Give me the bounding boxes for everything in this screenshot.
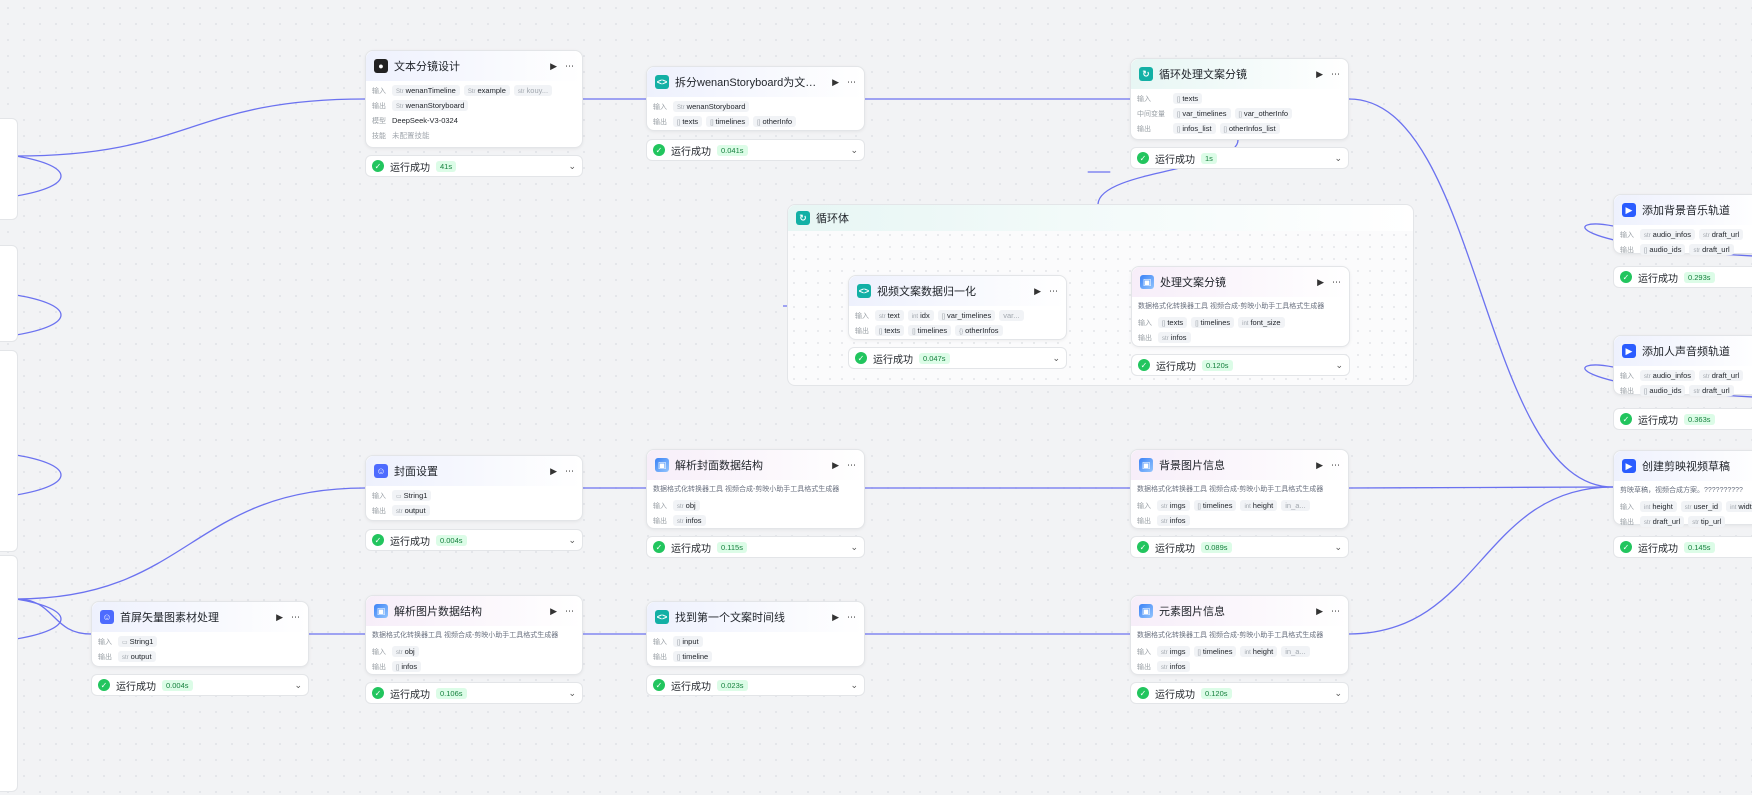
plugin-icon: ▣	[655, 458, 669, 472]
run-icon[interactable]: ▶	[832, 76, 839, 87]
loop-icon: ↻	[796, 211, 810, 225]
more-icon[interactable]: ⋯	[1049, 285, 1058, 296]
node-process-storyboard[interactable]: ▣ 处理文案分镜 ▶⋯ 数据格式化转换器工具 视频合成-剪映小助手工具格式生成器…	[1131, 266, 1350, 347]
left-node-partial-2[interactable]	[0, 245, 18, 342]
node-parse-cover[interactable]: ▣ 解析封面数据结构 ▶⋯ 数据格式化转换器工具 视频合成-剪映小助手工具格式生…	[646, 449, 865, 529]
jianying-icon: ▶	[1622, 459, 1636, 473]
more-icon[interactable]: ⋯	[847, 459, 856, 470]
left-node-partial-1[interactable]	[0, 118, 18, 220]
more-icon[interactable]: ⋯	[1331, 605, 1340, 616]
model-name: DeepSeek-V3-0324	[392, 116, 458, 125]
plugin-icon: ▣	[1140, 275, 1154, 289]
node-first-timeline[interactable]: <> 找到第一个文案时间线 ▶⋯ 输入 []input 输出 []timelin…	[646, 601, 865, 667]
robot-icon: ☺	[374, 464, 388, 478]
code-icon: <>	[655, 610, 669, 624]
run-icon[interactable]: ▶	[276, 611, 283, 622]
run-icon[interactable]: ▶	[832, 611, 839, 622]
run-icon[interactable]: ▶	[550, 605, 557, 616]
plugin-icon: ▣	[1139, 458, 1153, 472]
jianying-icon: ▶	[1622, 203, 1636, 217]
more-icon[interactable]: ⋯	[565, 465, 574, 476]
code-icon: <>	[655, 75, 669, 89]
run-icon[interactable]: ▶	[550, 60, 557, 71]
left-node-partial-3[interactable]	[0, 350, 18, 552]
node-parse-image[interactable]: ▣ 解析图片数据结构 ▶⋯ 数据格式化转换器工具 视频合成-剪映小助手工具格式生…	[365, 595, 583, 675]
more-icon[interactable]: ⋯	[291, 611, 300, 622]
node-create-draft[interactable]: ▶ 创建剪映视频草稿 剪映草稿，视频合成方案。?????????? 输入 int…	[1613, 450, 1752, 527]
more-icon[interactable]: ⋯	[1331, 459, 1340, 470]
robot-icon: ☺	[100, 610, 114, 624]
success-icon: ✓	[372, 160, 384, 172]
more-icon[interactable]: ⋯	[1331, 68, 1340, 79]
node-bg-image[interactable]: ▣ 背景图片信息 ▶⋯ 数据格式化转换器工具 视频合成-剪映小助手工具格式生成器…	[1130, 449, 1349, 529]
run-icon[interactable]: ▶	[550, 465, 557, 476]
loop-icon: ↻	[1139, 67, 1153, 81]
run-icon[interactable]: ▶	[832, 459, 839, 470]
node-title: 文本分镜设计	[394, 61, 460, 73]
node-element-image[interactable]: ▣ 元素图片信息 ▶⋯ 数据格式化转换器工具 视频合成-剪映小助手工具格式生成器…	[1130, 595, 1349, 675]
code-icon: <>	[857, 284, 871, 298]
more-icon[interactable]: ⋯	[565, 605, 574, 616]
more-icon[interactable]: ⋯	[565, 60, 574, 71]
llm-icon: ●	[374, 59, 388, 73]
run-icon[interactable]: ▶	[1316, 459, 1323, 470]
plugin-icon: ▣	[374, 604, 388, 618]
more-icon[interactable]: ⋯	[847, 76, 856, 87]
run-icon[interactable]: ▶	[1034, 285, 1041, 296]
plugin-icon: ▣	[1139, 604, 1153, 618]
chevron-down-icon: ⌄	[568, 160, 576, 171]
run-icon[interactable]: ▶	[1316, 68, 1323, 79]
more-icon[interactable]: ⋯	[1332, 276, 1341, 287]
run-icon[interactable]: ▶	[1317, 276, 1324, 287]
run-icon[interactable]: ▶	[1316, 605, 1323, 616]
more-icon[interactable]: ⋯	[847, 611, 856, 622]
jianying-icon: ▶	[1622, 344, 1636, 358]
node-loop-process[interactable]: ↻ 循环处理文案分镜 ▶⋯ 输入 []texts 中间变量 []var_time…	[1130, 58, 1349, 140]
left-node-partial-4[interactable]	[0, 555, 18, 792]
